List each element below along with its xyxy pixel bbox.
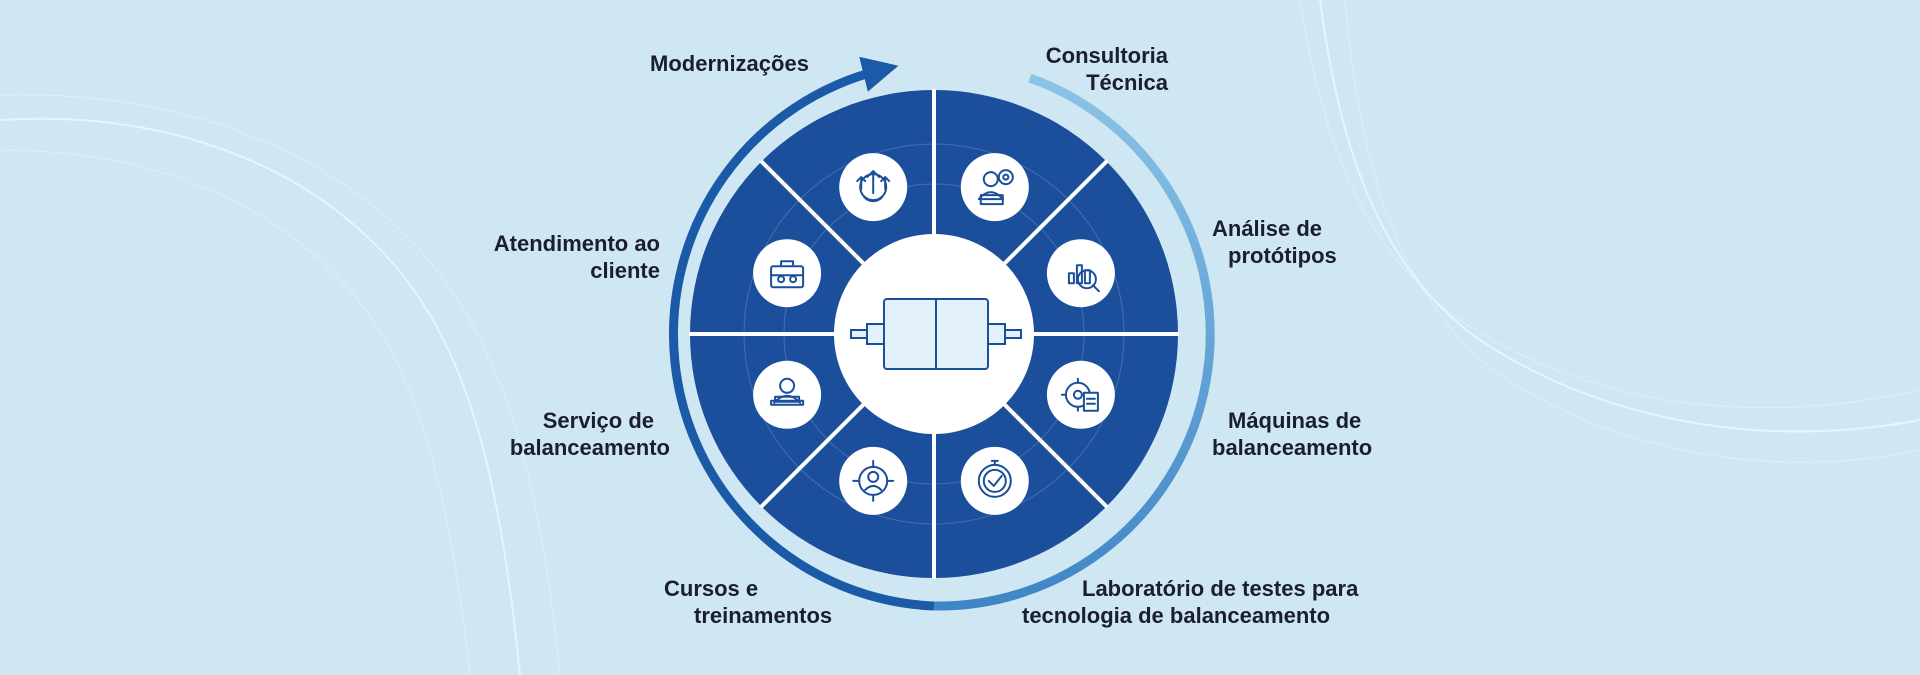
segment-divider [759, 401, 867, 509]
gear-document-icon [1046, 360, 1115, 429]
upgrade-gear-icon [839, 153, 908, 222]
segment-divider [1001, 401, 1109, 509]
label-modernizacoes: Modernizações [650, 50, 809, 77]
label-line: Laboratório de testes para [1082, 576, 1359, 601]
person-laptop-icon [753, 360, 822, 429]
label-line: treinamentos [694, 603, 833, 628]
toolbox-icon [753, 239, 822, 308]
balancing-rotor-icon [850, 298, 1022, 370]
segment-icons [753, 153, 1115, 515]
segment-divider [759, 159, 867, 267]
label-line: Serviço de [542, 408, 654, 433]
chart-magnifier-icon [1046, 239, 1115, 308]
label-line: balanceamento [1212, 435, 1373, 460]
label-line: tecnologia de balanceamento [1022, 603, 1331, 628]
consultant-gear-icon [960, 153, 1029, 222]
label-line: Análise de [1212, 216, 1323, 241]
person-target-icon [839, 446, 908, 515]
label-line: cliente [590, 258, 660, 283]
label-line: balanceamento [509, 435, 670, 460]
label-line: Atendimento ao [493, 231, 660, 256]
outer-ring-light [933, 73, 1215, 611]
label-line: Máquinas de [1228, 408, 1362, 433]
label-line: Modernizações [650, 51, 809, 76]
segment-dividers [689, 89, 1179, 579]
label-line: protótipos [1228, 243, 1337, 268]
segment-divider [1001, 159, 1109, 267]
label-line: Cursos e [664, 576, 759, 601]
check-badge-icon [960, 446, 1029, 515]
label-line: Técnica [1086, 70, 1168, 95]
outer-ring-dark [669, 56, 935, 611]
label-line: Consultoria [1045, 43, 1168, 68]
